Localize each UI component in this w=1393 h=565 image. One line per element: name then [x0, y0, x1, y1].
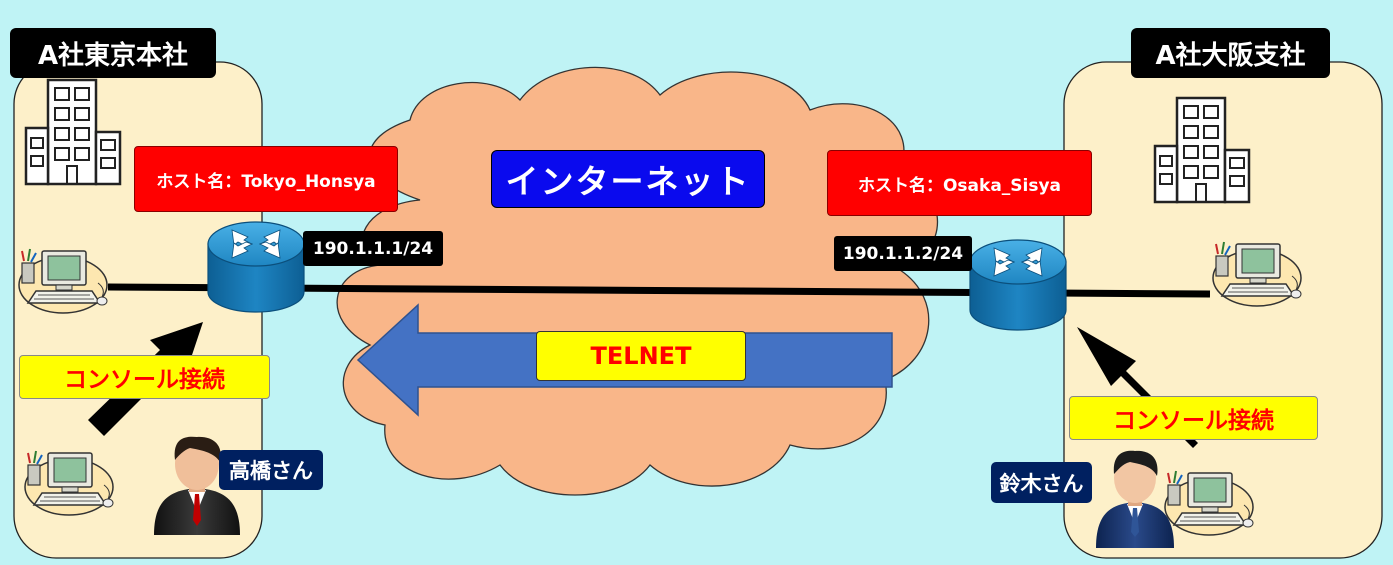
- takahashi-label: 高橋さん: [219, 450, 323, 490]
- suzuki-label: 鈴木さん: [991, 462, 1092, 503]
- osaka-ip-label: 190.1.1.2/24: [834, 236, 972, 271]
- osaka-host-label: ホスト名：Osaka_Sisya: [827, 150, 1092, 216]
- osaka-site-title: A社大阪支社: [1131, 28, 1330, 78]
- tokyo-router-icon: [207, 221, 305, 313]
- osaka-router-icon: [969, 239, 1067, 331]
- tokyo-ip-label: 190.1.1.1/24: [303, 231, 443, 266]
- osaka-console-label: コンソール接続: [1069, 396, 1318, 440]
- takahashi-person-icon: [154, 436, 240, 535]
- tokyo-host-label: ホスト名：Tokyo_Honsya: [134, 146, 398, 212]
- internet-label: インターネット: [491, 150, 765, 208]
- internet-cloud: [336, 66, 938, 496]
- tokyo-console-label: コンソール接続: [19, 355, 270, 399]
- suzuki-person-icon: [1096, 450, 1174, 548]
- telnet-label: TELNET: [536, 331, 746, 381]
- tokyo-site-title: A社東京本社: [10, 28, 216, 78]
